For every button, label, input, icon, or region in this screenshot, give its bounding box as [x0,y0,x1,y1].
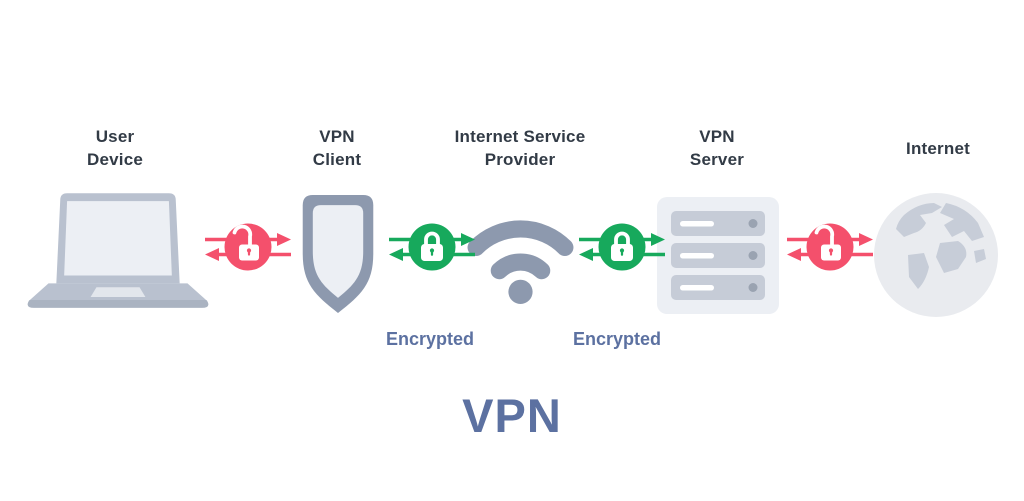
laptop-icon [27,193,209,308]
closed-lock-icon [579,223,665,271]
label-vpn-client: VPN Client [312,127,362,169]
encrypted-label: Encrypted [572,329,662,349]
shield-icon [302,195,374,313]
encrypted-label: Encrypted [385,329,475,349]
globe-icon [874,193,998,317]
open-lock-icon [787,223,873,271]
label-internet: Internet [906,138,970,158]
wifi-icon [467,220,574,304]
label-vpn-server: VPN Server [689,127,745,169]
label-user-device: User Device [86,127,144,169]
label-isp: Internet Service Provider [454,127,586,169]
closed-lock-icon [389,223,475,271]
open-lock-icon [205,223,291,271]
server-icon [657,197,779,314]
diagram-title: VPN [462,389,562,442]
